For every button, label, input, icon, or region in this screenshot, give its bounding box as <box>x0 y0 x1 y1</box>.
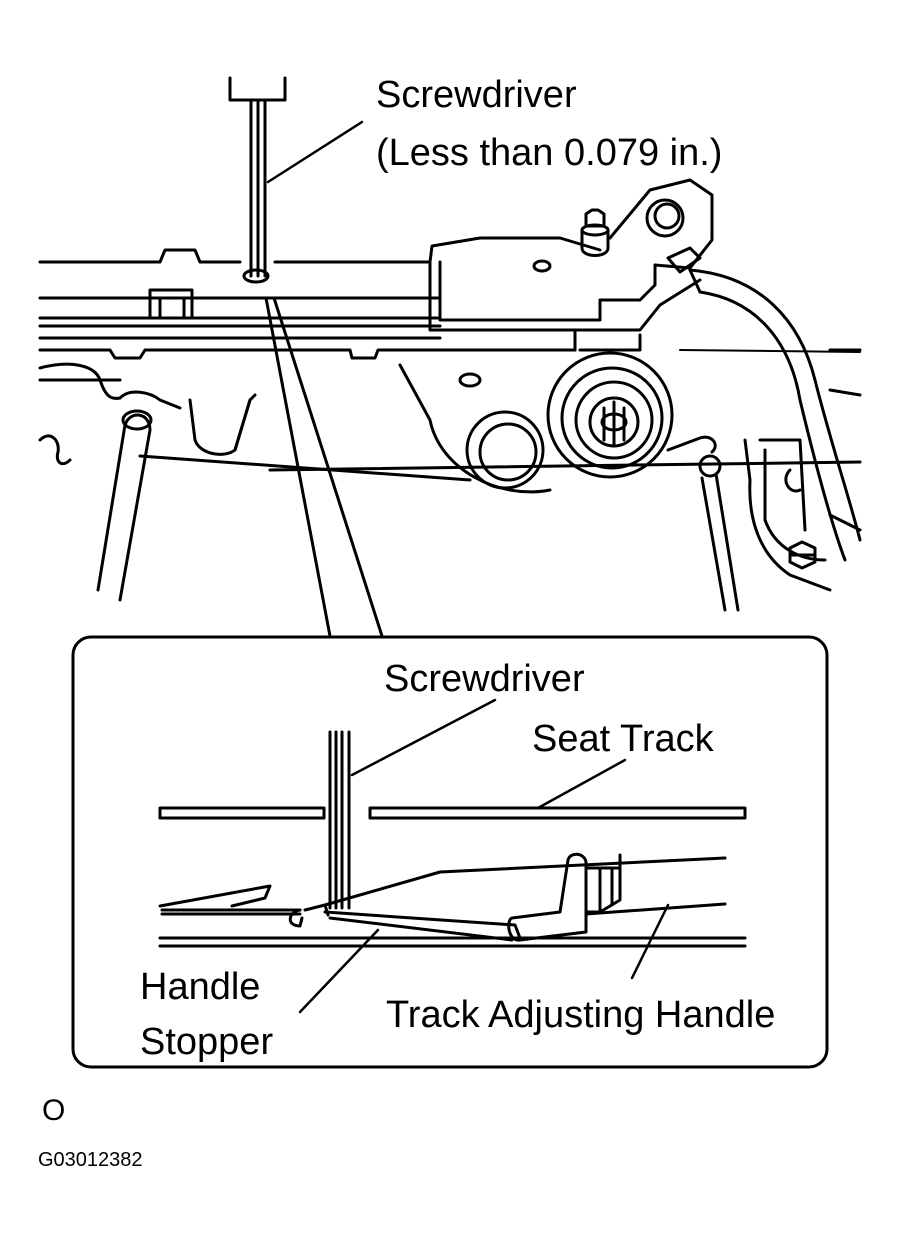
detail-leader-lines <box>264 296 384 638</box>
detail-drawing <box>158 698 747 1014</box>
seat-track-label: Seat Track <box>532 718 714 760</box>
screwdriver-top-drawing <box>228 76 364 284</box>
footer-symbol: O <box>42 1094 66 1127</box>
handle-stopper-label-line2: Stopper <box>140 1021 274 1063</box>
screwdriver-size-note: (Less than 0.079 in.) <box>376 132 723 174</box>
track-adjusting-handle-label: Track Adjusting Handle <box>386 994 776 1036</box>
figure-code: G03012382 <box>38 1149 143 1171</box>
detail-inset-frame <box>71 635 829 1069</box>
screwdriver-label: Screwdriver <box>376 74 577 116</box>
detail-screwdriver-label: Screwdriver <box>384 658 585 700</box>
seat-rail-drawing <box>38 178 714 360</box>
lower-frame-drawing <box>38 348 862 612</box>
handle-stopper-label-line1: Handle <box>140 966 261 1008</box>
